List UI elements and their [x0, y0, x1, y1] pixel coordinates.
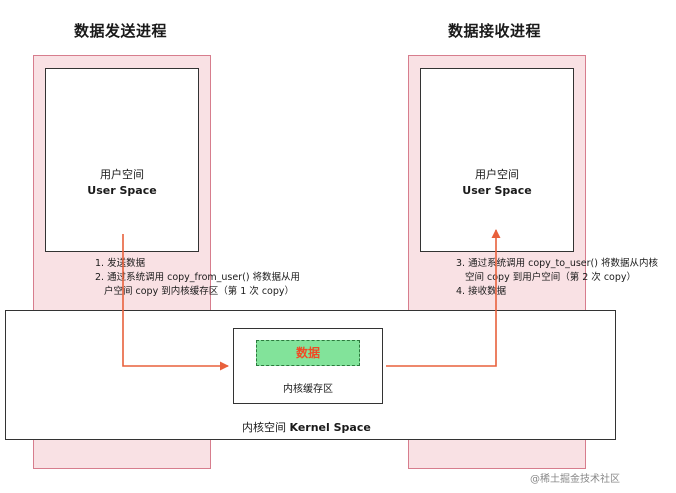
sender-process-title: 数据发送进程 — [74, 22, 168, 40]
data-chip: 数据 — [256, 340, 360, 366]
copy-to-user-arrow — [386, 229, 501, 367]
receiver-user-space-label-cn: 用户空间 — [475, 168, 519, 181]
sender-user-space-label-cn: 用户空间 — [100, 168, 144, 181]
copy-from-user-arrow — [122, 234, 229, 371]
kernel-space-label-cn: 内核空间 — [242, 421, 286, 434]
receiver-note-3: 4. 接收数据 — [456, 286, 507, 297]
watermark: @稀土掘金技术社区 — [530, 474, 620, 485]
sender-note-1: 1. 发送数据 — [95, 258, 146, 269]
sender-notes: 1. 发送数据 2. 通过系统调用 copy_from_user() 将数据从用… — [95, 257, 300, 299]
sender-user-space-box: 用户空间 User Space — [45, 68, 199, 252]
kernel-space-label: 内核空间 Kernel Space — [242, 419, 371, 435]
receiver-note-1: 3. 通过系统调用 copy_to_user() 将数据从内核 — [456, 258, 658, 269]
receiver-process-title: 数据接收进程 — [448, 22, 542, 40]
kernel-space-label-en: Kernel Space — [289, 421, 371, 434]
sender-user-space-label-en: User Space — [87, 184, 157, 197]
receiver-user-space-box: 用户空间 User Space — [420, 68, 574, 252]
sender-note-3: 户空间 copy 到内核缓存区（第 1 次 copy） — [104, 286, 295, 297]
kernel-buffer-box: 数据 内核缓存区 — [233, 328, 383, 404]
receiver-notes: 3. 通过系统调用 copy_to_user() 将数据从内核 空间 copy … — [456, 257, 658, 299]
sender-note-2: 2. 通过系统调用 copy_from_user() 将数据从用 — [95, 272, 301, 283]
receiver-note-2: 空间 copy 到用户空间（第 2 次 copy） — [465, 272, 637, 283]
kernel-buffer-label: 内核缓存区 — [283, 384, 333, 395]
receiver-user-space-label-en: User Space — [462, 184, 532, 197]
